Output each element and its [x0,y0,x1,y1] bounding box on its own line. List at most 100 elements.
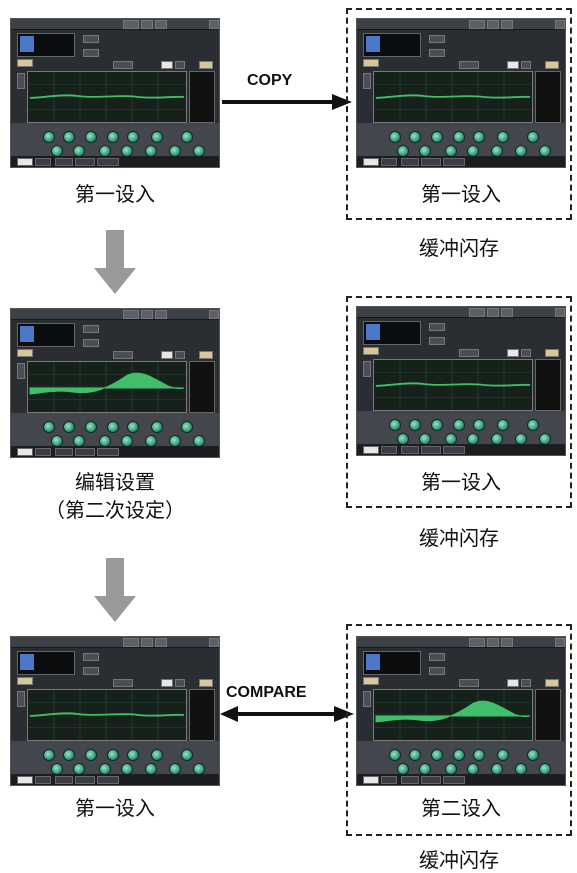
tab [55,448,73,456]
eq-knob [527,419,539,431]
eq-knob [181,749,193,761]
tab [401,446,419,454]
eq-knob [473,419,485,431]
title-bar [357,637,565,648]
tab [97,158,119,166]
title-button [469,638,485,647]
eq-on-button [545,679,559,687]
recall-button [17,677,33,685]
eq-knob [63,131,75,143]
eq-curve [375,94,531,99]
tab [35,776,51,784]
side-button [363,73,371,89]
tab [381,776,397,784]
eq-curve [29,372,185,395]
eq-knob [409,749,421,761]
small-button [429,49,445,57]
title-button [209,638,219,647]
buffer-box-row3 [346,624,572,836]
flat-button [459,61,479,69]
small-button [83,49,99,57]
tab [35,158,51,166]
buffer-label-row3: 缓冲闪存 [419,848,499,872]
eq-knob [181,421,193,433]
bottom-tabs [11,446,219,457]
eq-knob [181,131,193,143]
bottom-tabs [357,156,565,167]
tab [75,158,95,166]
level-meter [189,71,215,123]
eq-knob [43,421,55,433]
eq-on-button [545,61,559,69]
compare-button [161,679,173,687]
eq-knob [409,131,421,143]
eq-curve-svg [28,690,186,740]
title-bar [11,19,219,30]
level-meter [189,361,215,413]
channel-box [17,33,75,57]
caption-left-row2: 编辑设置 [75,470,155,494]
tab [443,776,465,784]
tab [421,776,441,784]
eq-curve [375,700,531,723]
screen-buffer-row2 [356,306,566,456]
bottom-tabs [357,444,565,455]
microphone-icon [20,654,34,670]
small-button [175,61,185,69]
eq-knob [431,131,443,143]
eq-knob [43,131,55,143]
title-button [123,310,139,319]
small-button [83,653,99,661]
eq-curve [29,712,185,717]
screen-buffer-row3 [356,636,566,786]
eq-knob [127,131,139,143]
eq-curve-svg [28,362,186,412]
small-button [175,351,185,359]
small-button [175,679,185,687]
eq-curve-svg [374,360,532,410]
eq-knob [527,749,539,761]
level-meter [535,71,561,123]
channel-box [363,651,421,675]
eq-knob [389,419,401,431]
title-button [501,308,513,317]
eq-curve-svg [374,690,532,740]
eq-on-button [199,351,213,359]
microphone-icon [20,36,34,52]
small-button [429,323,445,331]
recall-button [17,349,33,357]
small-button [83,667,99,675]
tab [363,446,379,454]
eq-knob [107,421,119,433]
title-button [209,310,219,319]
eq-graph [373,689,533,741]
level-meter [535,359,561,411]
small-button [83,35,99,43]
tab [381,158,397,166]
eq-knob [473,131,485,143]
title-button [141,310,153,319]
title-button [141,638,153,647]
eq-knob [107,131,119,143]
flat-button [459,349,479,357]
screen-first-setting-compare [10,636,220,786]
eq-knob [85,131,97,143]
title-button [501,20,513,29]
compare-button [161,61,173,69]
eq-knob [151,749,163,761]
buffer-label-row2: 缓冲闪存 [419,526,499,550]
eq-knob [473,749,485,761]
recall-button [363,59,379,67]
eq-knob [127,421,139,433]
small-button [429,667,445,675]
compare-button [507,679,519,687]
tab [17,448,33,456]
small-button [521,61,531,69]
tab [75,448,95,456]
tab [55,158,73,166]
bottom-tabs [11,156,219,167]
small-button [429,35,445,43]
down-arrow-1 [94,230,136,294]
title-button [123,638,139,647]
channel-box [363,321,421,345]
